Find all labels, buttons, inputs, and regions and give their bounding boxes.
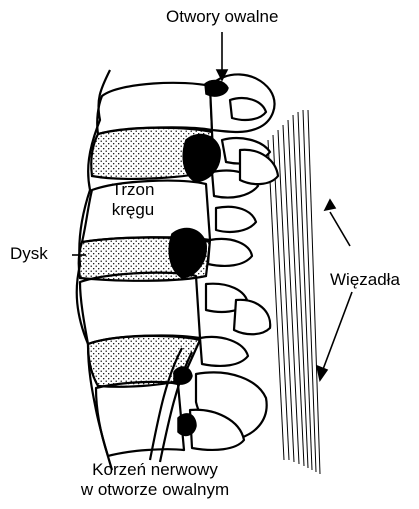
label-vertebral-body-line2: kręgu <box>100 200 166 220</box>
label-vertebral-body-line1: Trzon <box>100 180 166 200</box>
label-nerve-root-line2: w otworze owalnym <box>50 480 260 500</box>
label-vertebral-body: Trzon kręgu <box>100 180 166 219</box>
label-foramina: Otwory owalne <box>166 7 278 27</box>
vertebra-3 <box>80 273 200 344</box>
label-ligaments: Więzadła <box>330 270 400 290</box>
label-nerve-root: Korzeń nerwowy w otworze owalnym <box>50 460 260 499</box>
foramen-5 <box>178 414 196 436</box>
foramen-1 <box>205 81 228 96</box>
label-nerve-root-line1: Korzeń nerwowy <box>50 460 260 480</box>
vertebra-1 <box>97 83 212 134</box>
vertebra-4 <box>96 382 184 456</box>
label-disc: Dysk <box>10 244 48 264</box>
